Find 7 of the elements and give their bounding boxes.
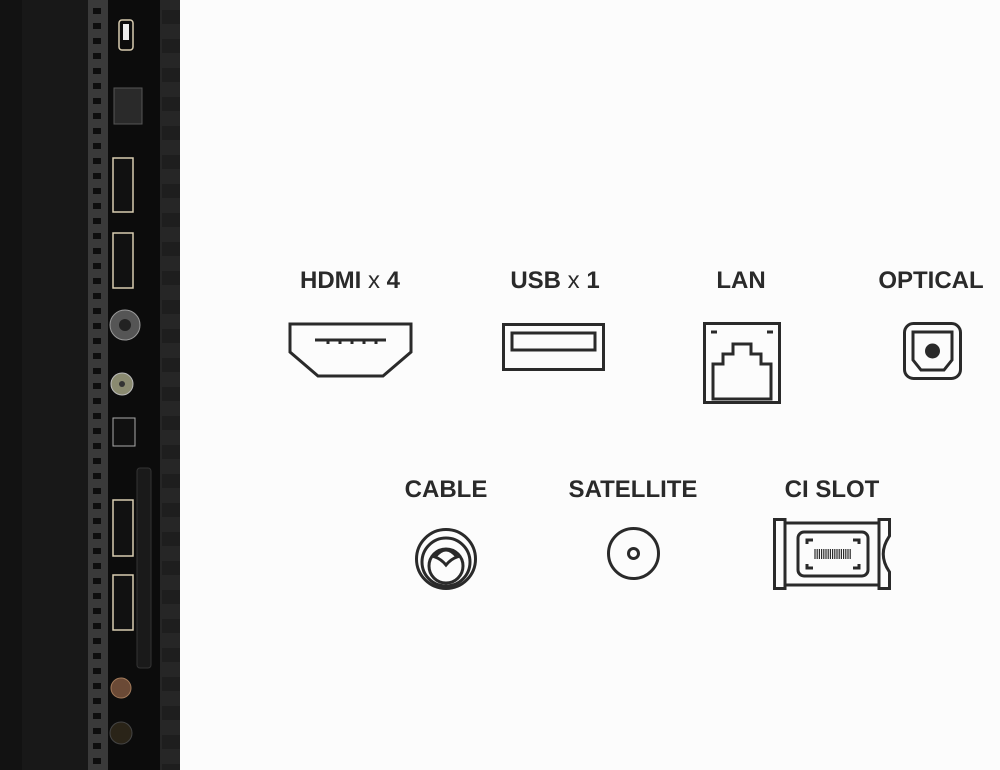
port-label: HDMI x 4 (300, 267, 400, 295)
port-label: USB x 1 (510, 267, 600, 295)
port-label: CI SLOT (784, 476, 880, 504)
port-label: CABLE (404, 476, 488, 504)
port-label: SATELLITE (568, 476, 698, 504)
port-label: LAN (716, 267, 766, 295)
port-label: OPTICAL (878, 267, 984, 295)
